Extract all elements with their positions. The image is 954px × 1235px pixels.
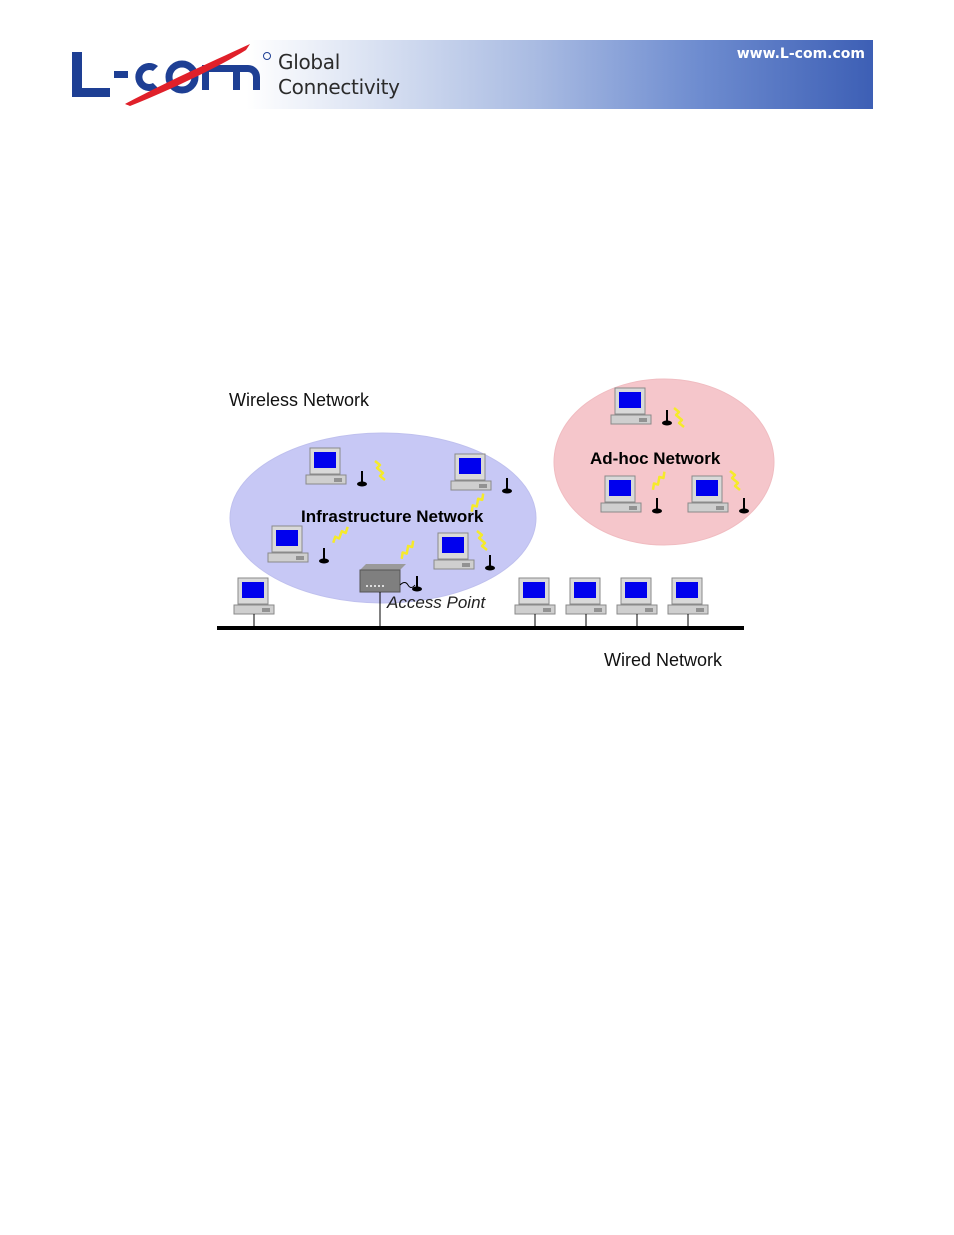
tagline-line-1: Global	[278, 50, 340, 74]
wired-pc	[514, 577, 556, 615]
wired-network-label: Wired Network	[604, 650, 723, 670]
wireless-network-label: Wireless Network	[229, 390, 370, 410]
tagline-line-2: Connectivity	[278, 75, 400, 99]
wired-pc	[233, 577, 275, 615]
wired-pc	[616, 577, 658, 615]
l-com-logo	[72, 44, 271, 106]
website-url[interactable]: www.L-com.com	[736, 46, 865, 62]
tagline: Global Connectivity	[278, 50, 400, 100]
wired-pc	[565, 577, 607, 615]
access-point-device	[359, 564, 423, 593]
wired-pc	[667, 577, 709, 615]
drop-lines	[253, 592, 689, 627]
adhoc-network-label: Ad-hoc Network	[590, 449, 721, 468]
infrastructure-network-label: Infrastructure Network	[301, 507, 484, 526]
access-point-label: Access Point	[386, 593, 487, 612]
